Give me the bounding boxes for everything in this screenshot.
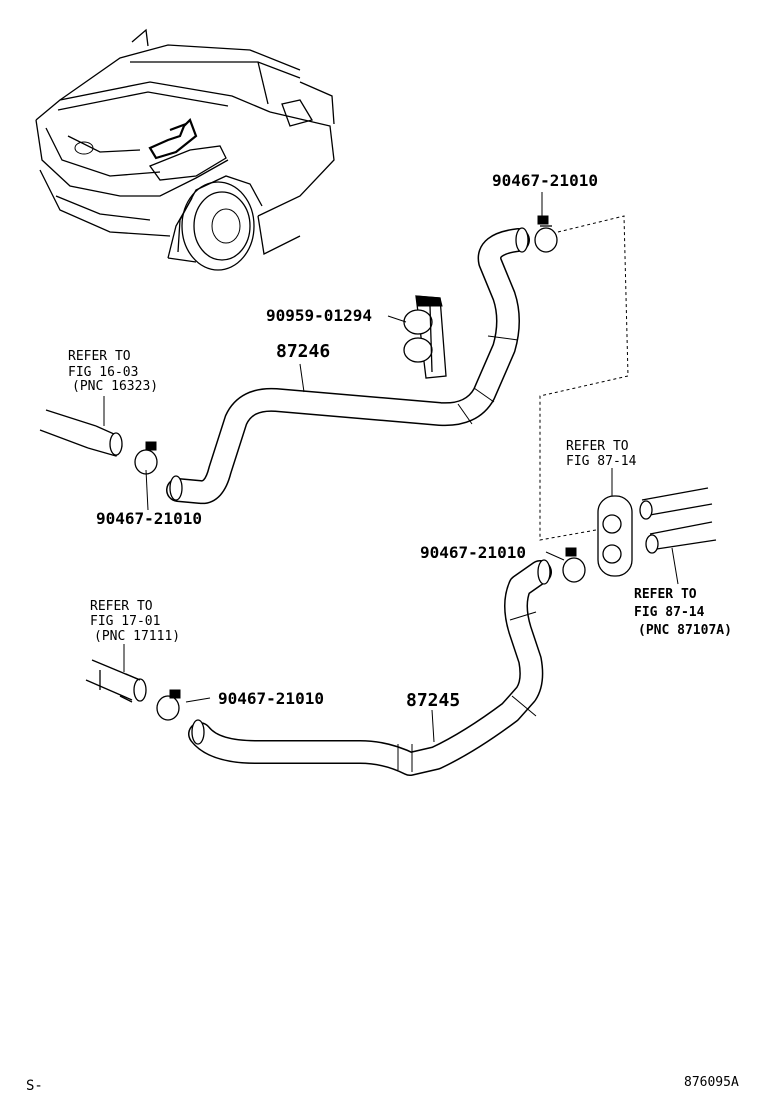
ref1-line3: (PNC 16323) xyxy=(72,379,158,394)
ref2-line1: REFER TO xyxy=(566,439,629,454)
clamp-top-icon xyxy=(534,215,558,253)
ref1-line2: FIG 16-03 xyxy=(68,365,138,380)
part-number-clamp-left: 90467-21010 xyxy=(96,509,202,528)
ref3-line3: (PNC 87107A) xyxy=(638,623,732,638)
part-number-clamp-mid: 90467-21010 xyxy=(420,543,526,562)
figure-id: 876095A xyxy=(684,1075,739,1090)
part-number-hose-upper: 87246 xyxy=(276,341,330,362)
clip-icon xyxy=(403,295,447,379)
clamp-mid-icon xyxy=(562,547,586,583)
part-number-clamp-top: 90467-21010 xyxy=(492,171,598,190)
ref3-line1: REFER TO xyxy=(634,587,697,602)
ref4-line1: REFER TO xyxy=(90,599,153,614)
footer-left-code: S- xyxy=(26,1078,43,1094)
hose-87245 xyxy=(188,559,552,776)
ref3-line2: FIG 87-14 xyxy=(634,605,705,620)
hose-87246 xyxy=(166,227,530,505)
ref1-line1: REFER TO xyxy=(68,349,131,364)
part-number-clip: 90959-01294 xyxy=(266,306,372,325)
part-number-hose-lower: 87245 xyxy=(406,690,460,711)
ref2-line2: FIG 87-14 xyxy=(566,454,637,469)
vehicle-illustration xyxy=(35,28,335,271)
ref4-line3: (PNC 17111) xyxy=(94,629,180,644)
pipe-fig-17-01 xyxy=(85,659,147,703)
part-number-clamp-bottom: 90467-21010 xyxy=(218,689,324,708)
pipe-fig-16-03 xyxy=(39,409,123,457)
joint-fitting xyxy=(597,487,717,577)
ref4-line2: FIG 17-01 xyxy=(90,614,160,629)
clamp-bottom-icon xyxy=(156,689,181,721)
clamp-left-icon xyxy=(134,441,158,475)
